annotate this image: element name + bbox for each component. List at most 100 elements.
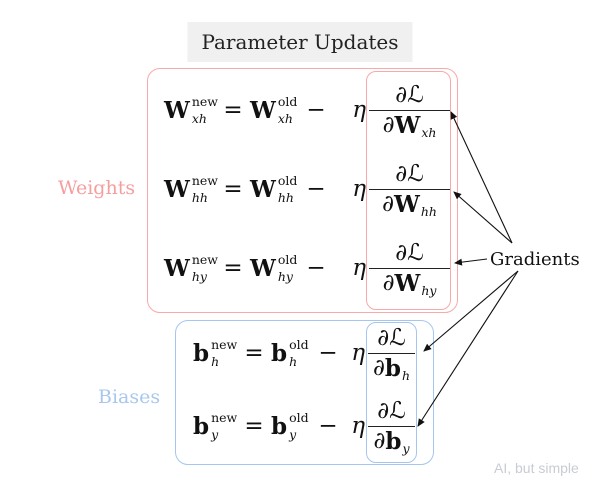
partial-symbol: ∂ bbox=[373, 427, 386, 454]
partial-symbol: ∂ bbox=[395, 239, 408, 266]
diagram-title: Parameter Updates bbox=[187, 22, 413, 62]
partial-symbol: ∂ bbox=[382, 269, 395, 296]
minus-sign: − bbox=[306, 96, 326, 123]
den-base: b bbox=[385, 427, 402, 455]
lhs-superscript: new bbox=[211, 336, 238, 352]
den-base: W bbox=[394, 111, 421, 139]
equals-sign: = bbox=[244, 412, 264, 439]
arrow-to-dL-dWhy bbox=[454, 258, 488, 266]
equals-sign: = bbox=[223, 175, 243, 202]
rhs-subscript: y bbox=[289, 426, 297, 442]
lhs-base: W bbox=[164, 175, 190, 203]
eta-symbol: η bbox=[352, 254, 366, 281]
fraction-numerator: ∂ℒ bbox=[368, 397, 415, 427]
lhs-subscript: h bbox=[211, 353, 220, 369]
equals-sign: = bbox=[244, 339, 264, 366]
rhs-superscript: old bbox=[289, 409, 309, 425]
partial-symbol: ∂ bbox=[382, 111, 395, 138]
minus-sign: − bbox=[318, 339, 338, 366]
partial-symbol: ∂ bbox=[395, 160, 408, 187]
lhs-subscript: xh bbox=[191, 110, 207, 126]
weights-gradient-box bbox=[366, 71, 451, 310]
lhs-superscript: new bbox=[191, 93, 218, 109]
fraction-numerator: ∂ℒ bbox=[369, 239, 450, 269]
lhs-base: W bbox=[164, 254, 190, 282]
lhs-superscript: new bbox=[211, 409, 238, 425]
rhs-superscript: old bbox=[277, 172, 298, 188]
rhs-subscript: hh bbox=[277, 189, 294, 205]
watermark: AI, but simple bbox=[494, 460, 579, 476]
den-base: W bbox=[393, 190, 420, 218]
minus-sign: − bbox=[306, 175, 326, 202]
eta-symbol: η bbox=[352, 96, 366, 123]
den-subscript: xh bbox=[421, 125, 437, 140]
equals-sign: = bbox=[223, 96, 243, 123]
den-base: W bbox=[394, 269, 421, 297]
minus-sign: − bbox=[306, 254, 326, 281]
rhs-superscript: old bbox=[289, 336, 309, 352]
loss-symbol: ℒ bbox=[407, 239, 424, 266]
rhs-base: b bbox=[271, 339, 288, 367]
lhs-superscript: new bbox=[191, 251, 218, 267]
arrow-to-dL-dWxh bbox=[450, 111, 513, 244]
fraction-numerator: ∂ℒ bbox=[369, 83, 450, 111]
weights-label: Weights bbox=[58, 177, 136, 199]
arrow-to-dL-dWhh bbox=[453, 191, 513, 244]
rhs-base: W bbox=[250, 96, 276, 124]
minus-sign: − bbox=[318, 412, 338, 439]
den-subscript: y bbox=[402, 441, 410, 456]
rhs-subscript: h bbox=[289, 353, 298, 369]
loss-symbol: ℒ bbox=[389, 397, 406, 424]
lhs-base: b bbox=[193, 339, 210, 367]
rhs-superscript: old bbox=[277, 251, 298, 267]
lhs-subscript: hh bbox=[191, 189, 208, 205]
rhs-superscript: old bbox=[277, 93, 298, 109]
den-subscript: hh bbox=[420, 204, 437, 219]
den-subscript: h bbox=[401, 368, 411, 383]
den-base: b bbox=[384, 354, 401, 382]
biases-gradient-box bbox=[366, 322, 417, 463]
lhs-subscript: y bbox=[211, 426, 219, 442]
equals-sign: = bbox=[223, 254, 243, 281]
loss-symbol: ℒ bbox=[389, 324, 406, 351]
lhs-base: W bbox=[164, 96, 190, 124]
eta-symbol: η bbox=[351, 412, 365, 439]
eta-symbol: η bbox=[351, 339, 365, 366]
gradients-label: Gradients bbox=[490, 249, 580, 270]
partial-symbol: ∂ bbox=[377, 397, 390, 424]
partial-symbol: ∂ bbox=[382, 190, 394, 217]
den-subscript: hy bbox=[421, 283, 437, 298]
